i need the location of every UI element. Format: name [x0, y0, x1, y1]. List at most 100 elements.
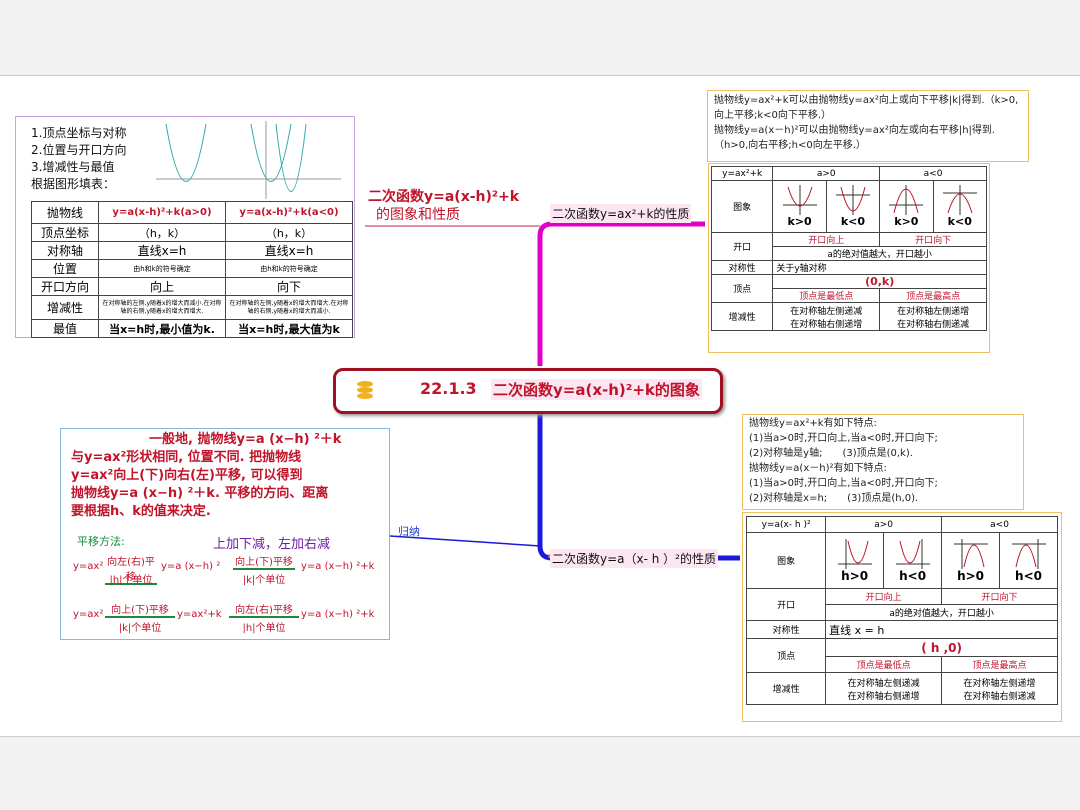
- branch-tl-label[interactable]: 二次函数y=a(x-h)²+k 的图象和性质: [368, 188, 519, 224]
- central-node[interactable]: 22.1.3 二次函数y=a(x-h)²+k的图象: [333, 368, 723, 414]
- graph-cell: k>0: [772, 180, 827, 233]
- formula-term: y=a (x−h) ²+k: [301, 561, 375, 572]
- graph-up-icon: [895, 538, 930, 569]
- bl-paragraph: 一般地, 抛物线y=a (x−h) ²＋k 与y=ax²形状相同, 位置不同. …: [71, 431, 386, 521]
- graph-label: h>0: [841, 568, 869, 583]
- row-label: 顶点: [710, 274, 774, 303]
- note-line: 抛物线y=ax²+k有如下特点:: [749, 418, 877, 429]
- intro-line: 2.位置与开口方向: [31, 143, 127, 157]
- cell: 向上: [98, 277, 226, 296]
- corner-cell: y=a(x- h )²: [745, 516, 827, 533]
- row-label: 开口: [745, 588, 827, 621]
- arrow-label: 向上(下)平移: [233, 553, 295, 570]
- branch-tr-label[interactable]: 二次函数y=ax²+k的性质: [550, 204, 692, 223]
- cell: 直线x=h: [98, 241, 226, 260]
- tr-table-panel: y=ax²+k a>0 a<0 图象 k>0 k<0 k>0: [708, 163, 990, 353]
- cell: 在对称轴左侧递增 在对称轴右侧递减: [941, 672, 1058, 705]
- para-line: 与y=ax²形状相同, 位置不同. 把抛物线: [71, 450, 302, 465]
- cell: 增减性: [31, 295, 99, 320]
- cell: a的绝对值越大，开口越小: [772, 246, 987, 261]
- note-line: (2)对称轴是y轴; (3)顶点是(0,k).: [749, 448, 913, 459]
- para-line: 要根据h、k的值来决定.: [71, 504, 211, 519]
- row-label: 对称性: [710, 260, 774, 275]
- formula-term: y=a (x−h) ²+k: [301, 609, 375, 620]
- cell: a的绝对值越大，开口越小: [825, 604, 1058, 621]
- graph-down-icon: [1011, 538, 1046, 569]
- tr-table: y=ax²+k a>0 a<0 图象 k>0 k<0 k>0: [710, 166, 988, 331]
- graph-up-icon: [837, 538, 872, 569]
- corner-cell: y=ax²+k: [710, 166, 774, 181]
- formula-term: y=ax²: [73, 609, 104, 620]
- cell: 在对称轴左侧递减 在对称轴右侧递增: [772, 302, 881, 331]
- cell: 在对称轴的左侧,y随着x的增大而增大.在对称轴的右侧,y随着x的增大而减小.: [225, 295, 353, 320]
- graph-label: h>0: [957, 568, 985, 583]
- col-header: a<0: [941, 516, 1058, 533]
- parabola-sketch: [156, 121, 341, 199]
- row-label: 增减性: [710, 302, 774, 331]
- tl-table: 抛物线 y=a(x-h)²+k(a>0) y=a(x-h)²+k(a<0) 顶点…: [31, 201, 353, 338]
- cell: 在对称轴左侧递减 在对称轴右侧递增: [825, 672, 943, 705]
- arrow-label: 向左(右)平移: [105, 553, 157, 585]
- col-header: a>0: [825, 516, 943, 533]
- header-cell: y=a(x-h)²+k(a>0): [98, 201, 226, 224]
- note-line: 抛物线y=ax²+k可以由抛物线y=ax²向上或向下平移|k|得到.（k>0,向…: [714, 95, 1019, 121]
- central-number: 22.1.3: [420, 379, 477, 398]
- row-label: 图象: [710, 180, 774, 233]
- arrow-label: |k|个单位: [118, 623, 162, 634]
- graph-label: h<0: [899, 568, 927, 583]
- graph-cell: h<0: [883, 532, 943, 589]
- cell: 由h和k的符号确定: [225, 259, 353, 278]
- para-line: 抛物线y=a (x−h) ²＋k. 平移的方向、距离: [71, 486, 329, 501]
- formula-term: y=a (x−h) ²: [161, 561, 221, 572]
- graph-cell: h<0: [999, 532, 1058, 589]
- cell: （h，k）: [225, 223, 353, 242]
- graph-cell: k>0: [879, 180, 934, 233]
- central-title: 二次函数y=a(x-h)²+k的图象: [491, 379, 702, 400]
- graph-label: h<0: [1015, 568, 1042, 583]
- cell: 顶点坐标: [31, 223, 99, 242]
- branch-tl-line: 二次函数y=a(x-h)²+k: [368, 189, 520, 205]
- note-line: 抛物线y=a(x－h)²可以由抛物线y=ax²向左或向右平移|h|得到.（h>0…: [714, 125, 996, 151]
- cell-line: 在对称轴左侧递减: [847, 678, 920, 689]
- cell-line: 在对称轴左侧递减: [790, 306, 863, 317]
- intro-line: 3.增减性与最值: [31, 160, 115, 174]
- graph-label: k>0: [894, 215, 919, 228]
- cell: 开口方向: [31, 277, 99, 296]
- cell: 开口向下: [879, 232, 987, 247]
- br-table-panel: y=a(x- h )² a>0 a<0 图象 h>0 h<0 h>0: [742, 512, 1062, 722]
- cell: 开口向上: [772, 232, 881, 247]
- graph-label: k<0: [947, 215, 972, 228]
- branch-br-label[interactable]: 二次函数y=a（x- h ）²的性质: [550, 549, 718, 568]
- br-note: 抛物线y=ax²+k有如下特点: (1)当a>0时,开口向上,当a<0时,开口向…: [742, 414, 1024, 510]
- graph-up-icon: [835, 185, 870, 215]
- header-cell: y=a(x-h)²+k(a<0): [225, 201, 353, 224]
- col-header: a<0: [879, 166, 987, 181]
- cell: 对称轴: [31, 241, 99, 260]
- cell-line: 在对称轴右侧递减: [897, 319, 970, 330]
- arrow-label: |h|个单位: [242, 623, 286, 634]
- para-line: y=ax²向上(下)向右(左)平移, 可以得到: [71, 468, 303, 483]
- formula-term: y=ax²: [73, 561, 104, 572]
- cell: (0,k): [772, 274, 987, 289]
- tl-intro: 1.顶点坐标与对称 2.位置与开口方向 3.增减性与最值 根据图形填表：: [31, 125, 126, 193]
- cell: 向下: [225, 277, 353, 296]
- stack-icon: [357, 381, 373, 399]
- graph-down-icon: [889, 185, 924, 215]
- note-line: (2)对称轴是x=h; (3)顶点是(h,0).: [749, 493, 919, 504]
- graph-label: k<0: [840, 215, 866, 228]
- cell: 由h和k的符号确定: [98, 259, 226, 278]
- br-table: y=a(x- h )² a>0 a<0 图象 h>0 h<0 h>0: [745, 516, 1058, 705]
- row-label: 图象: [745, 532, 827, 589]
- para-line: 一般地, 抛物线y=a (x−h) ²＋k: [149, 432, 342, 447]
- intro-line: 根据图形填表：: [31, 177, 116, 191]
- cell: 关于y轴对称: [772, 260, 987, 275]
- cell: 位置: [31, 259, 99, 278]
- cell-line: 在对称轴左侧递增: [897, 306, 970, 317]
- branch-bl-label[interactable]: 归纳: [398, 525, 420, 538]
- arrow-label: 向上(下)平移: [105, 601, 175, 618]
- graph-up-icon: [782, 185, 817, 215]
- cell-line: 在对称轴右侧递增: [847, 691, 920, 702]
- cell: 在对称轴左侧递增 在对称轴右侧递减: [879, 302, 987, 331]
- branch-tl-line: 的图象和性质: [376, 207, 460, 223]
- intro-line: 1.顶点坐标与对称: [31, 126, 127, 140]
